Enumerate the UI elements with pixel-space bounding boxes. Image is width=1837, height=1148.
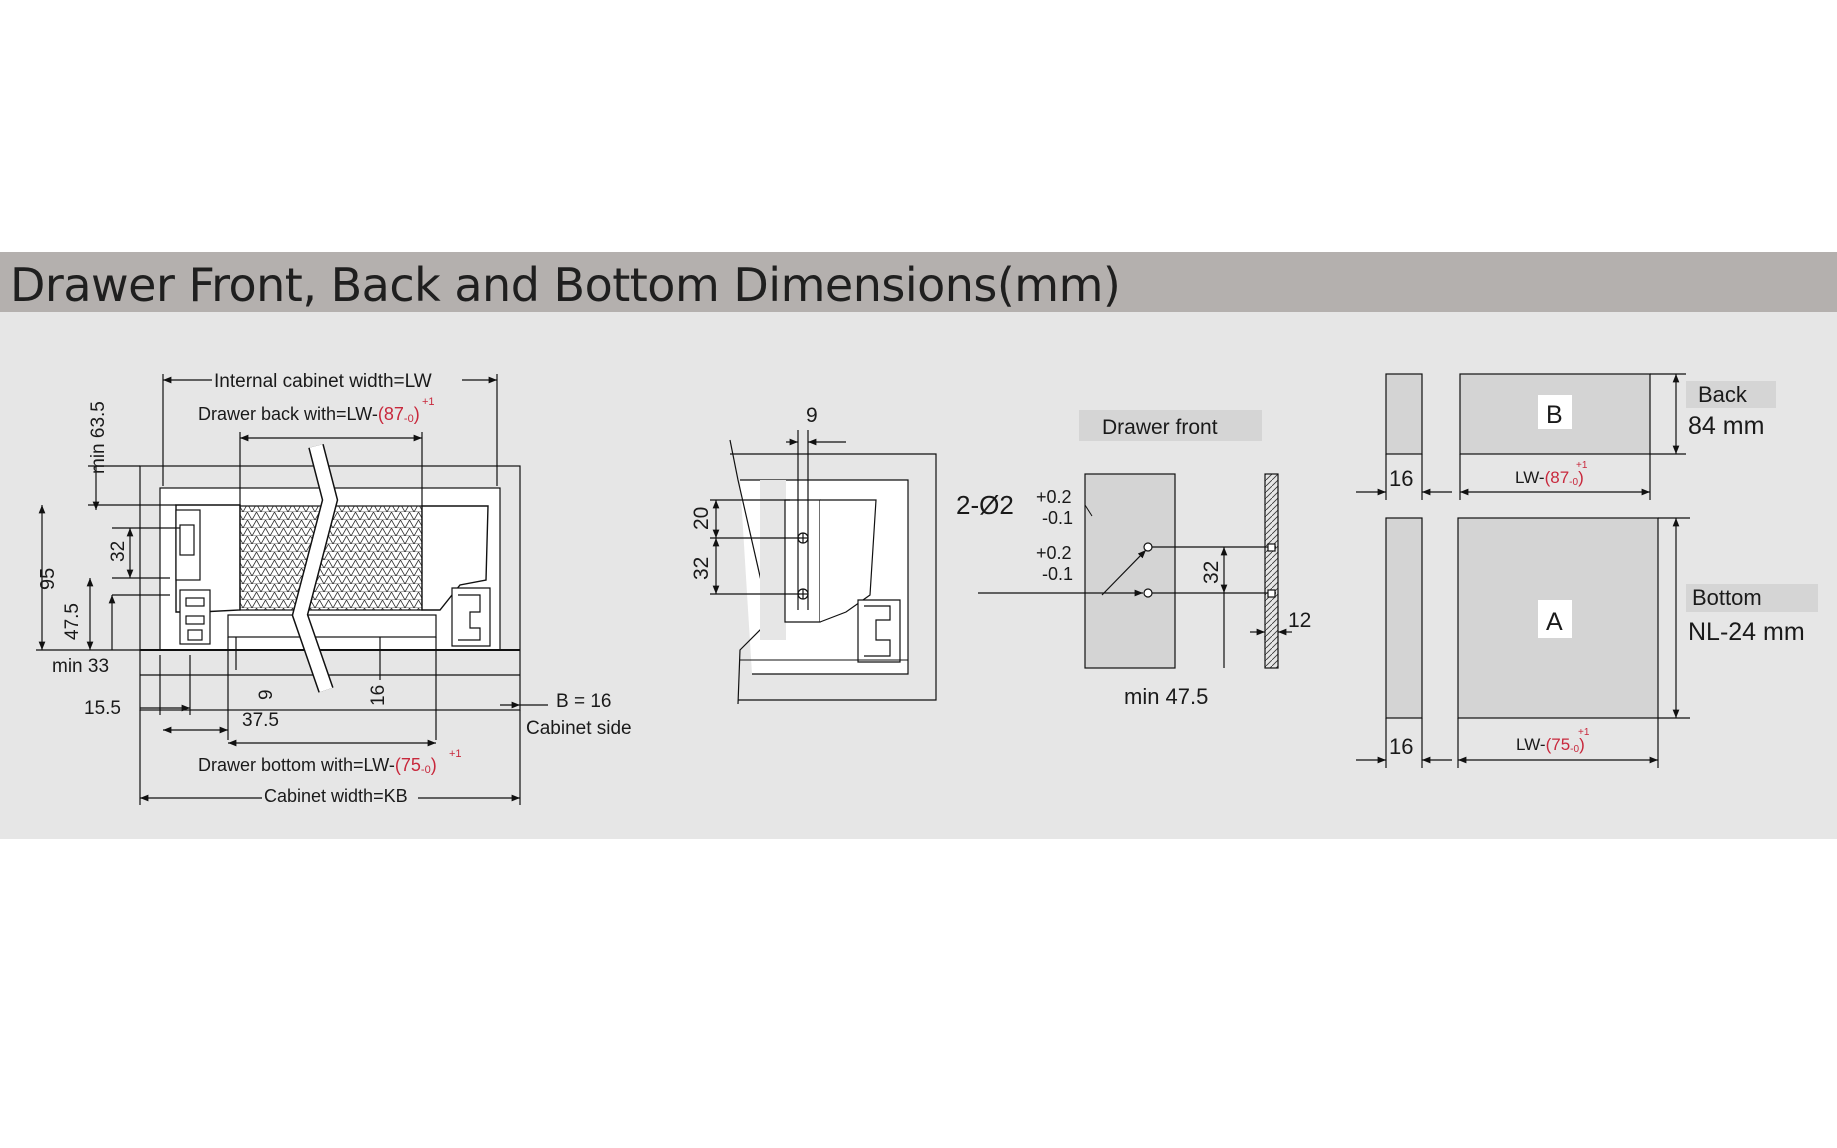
middle-view-labels: 9 20 32 bbox=[690, 404, 818, 580]
tol1-minus: -0.1 bbox=[1042, 508, 1073, 528]
dim-37-5: 37.5 bbox=[242, 710, 279, 731]
bottom-len-minus: -0 bbox=[1570, 744, 1579, 755]
bottom-length-label: LW-(75-0) bbox=[1516, 735, 1585, 755]
back-len-plus: +1 bbox=[1576, 460, 1588, 471]
drawer-back-close: ) bbox=[414, 404, 420, 424]
left-view-labels: Internal cabinet width=LW Drawer back wi… bbox=[37, 371, 632, 806]
bottom-len-close: ) bbox=[1579, 735, 1585, 754]
page-title: Drawer Front, Back and Bottom Dimensions… bbox=[10, 258, 1121, 312]
front-view-labels: Drawer front 2-Ø2 +0.2 -0.1 +0.2 -0.1 32… bbox=[956, 416, 1311, 709]
dim-32-middle: 32 bbox=[690, 557, 713, 580]
drawer-bottom-value: (75 bbox=[395, 755, 421, 775]
dim-min-63-5: min 63.5 bbox=[88, 401, 109, 474]
dim-95: 95 bbox=[37, 568, 59, 590]
drawer-bottom-label: Drawer bottom with=LW-(75-0) bbox=[198, 755, 437, 776]
drawer-front-view bbox=[978, 410, 1292, 669]
drawer-bottom-close: ) bbox=[431, 755, 437, 775]
drawer-back-prefix: Drawer back with=LW- bbox=[198, 404, 378, 424]
back-len-minus: -0 bbox=[1569, 477, 1578, 488]
panel-labels: B 16 LW-(87-0) +1 Back 84 mm A 16 LW-(75… bbox=[1389, 382, 1805, 759]
middle-drawer-front bbox=[784, 499, 821, 623]
dim-47-5: 47.5 bbox=[62, 603, 83, 640]
drawer-bottom-prefix: Drawer bottom with=LW- bbox=[198, 755, 395, 775]
drawer-bottom-tol-plus: +1 bbox=[449, 748, 462, 760]
bottom-depth: NL-24 mm bbox=[1688, 618, 1805, 646]
back-label: Back bbox=[1698, 382, 1748, 407]
drawer-back-label: Drawer back with=LW-(87-0) bbox=[198, 404, 420, 425]
back-thickness-rect bbox=[1385, 373, 1423, 455]
letter-b: B bbox=[1546, 401, 1563, 429]
drawing-panel: Internal cabinet width=LW Drawer back wi… bbox=[0, 312, 1837, 839]
back-length-label: LW-(87-0) bbox=[1515, 468, 1584, 488]
drawer-back-value: (87 bbox=[378, 404, 404, 424]
drawer-bottom-panel bbox=[227, 614, 437, 638]
left-section-view bbox=[36, 374, 548, 805]
bottom-len-value: (75 bbox=[1546, 735, 1571, 754]
internal-width-label: Internal cabinet width=LW bbox=[214, 371, 432, 392]
panel-views bbox=[1356, 373, 1818, 768]
bottom-len-prefix: LW- bbox=[1516, 735, 1546, 754]
bottom-label: Bottom bbox=[1692, 585, 1762, 610]
back-height: 84 mm bbox=[1688, 412, 1764, 440]
middle-detail-view bbox=[710, 430, 937, 705]
bottom-label-bg bbox=[1686, 584, 1818, 612]
dim-32-left: 32 bbox=[108, 541, 129, 562]
dim-min-33: min 33 bbox=[52, 656, 109, 677]
dim-16-left: 16 bbox=[368, 685, 389, 706]
holes-label: 2-Ø2 bbox=[956, 490, 1014, 520]
bottom-thickness-rect bbox=[1385, 517, 1423, 719]
letter-a: A bbox=[1546, 608, 1563, 636]
dim-32-front: 32 bbox=[1200, 561, 1223, 584]
back-len-close: ) bbox=[1578, 468, 1584, 487]
back-len-prefix: LW- bbox=[1515, 468, 1545, 487]
drawer-back-tol-minus: -0 bbox=[404, 413, 414, 425]
back-len-value: (87 bbox=[1545, 468, 1570, 487]
tol2-minus: -0.1 bbox=[1042, 564, 1073, 584]
drawer-front-panel bbox=[1084, 473, 1176, 669]
drawer-front-section bbox=[1264, 473, 1279, 669]
bottom-thickness: 16 bbox=[1389, 734, 1413, 759]
drawer-bottom-tol-minus: -0 bbox=[421, 764, 431, 776]
dim-12: 12 bbox=[1288, 609, 1311, 632]
technical-drawing: Internal cabinet width=LW Drawer back wi… bbox=[36, 371, 1818, 806]
back-thickness: 16 bbox=[1389, 466, 1413, 491]
drawer-front-label-bg bbox=[1079, 410, 1262, 441]
min-47-5-label: min 47.5 bbox=[1124, 684, 1208, 709]
b-16-label: B = 16 bbox=[556, 691, 611, 712]
dim-15-5: 15.5 bbox=[84, 698, 121, 719]
drawer-front-label: Drawer front bbox=[1102, 416, 1218, 439]
dim-9-middle: 9 bbox=[806, 404, 818, 427]
title-bar: Drawer Front, Back and Bottom Dimensions… bbox=[0, 252, 1837, 312]
dim-9-left: 9 bbox=[256, 689, 277, 700]
back-label-bg bbox=[1686, 381, 1776, 408]
drawer-back-tol-plus: +1 bbox=[422, 396, 435, 408]
cabinet-width-label: Cabinet width=KB bbox=[264, 786, 408, 806]
drawer-side-right bbox=[421, 505, 489, 611]
tol1-plus: +0.2 bbox=[1036, 487, 1072, 507]
tol2-plus: +0.2 bbox=[1036, 543, 1072, 563]
cabinet-side-label: Cabinet side bbox=[526, 718, 632, 739]
bottom-len-plus: +1 bbox=[1578, 727, 1590, 738]
dim-20: 20 bbox=[690, 507, 713, 530]
